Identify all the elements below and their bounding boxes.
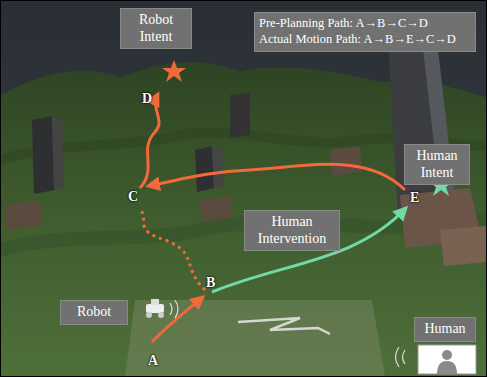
point-label: A	[148, 354, 158, 368]
label-box: Robot Intent	[120, 8, 192, 49]
box-text: Pre-Planning Path: A→B→C→D	[259, 16, 471, 32]
box-text: Robot	[65, 304, 123, 320]
label-box: Human	[414, 317, 476, 342]
point-label: C	[128, 190, 138, 204]
label-box: Robot	[60, 300, 128, 325]
label-box: Human Intervention	[244, 210, 340, 251]
point-label: E	[410, 191, 419, 205]
box-text: Robot Intent	[125, 12, 187, 44]
box-text: Human Intervention	[249, 214, 335, 246]
point-label: B	[206, 276, 215, 290]
box-text: Actual Motion Path: A→B→E→C→D	[259, 32, 471, 48]
label-box: Human Intent	[404, 144, 470, 185]
legend-box: Pre-Planning Path: A→B→C→DActual Motion …	[254, 12, 476, 52]
box-text: Human	[419, 321, 471, 337]
box-text: Human Intent	[409, 148, 465, 180]
point-label: D	[142, 92, 152, 106]
